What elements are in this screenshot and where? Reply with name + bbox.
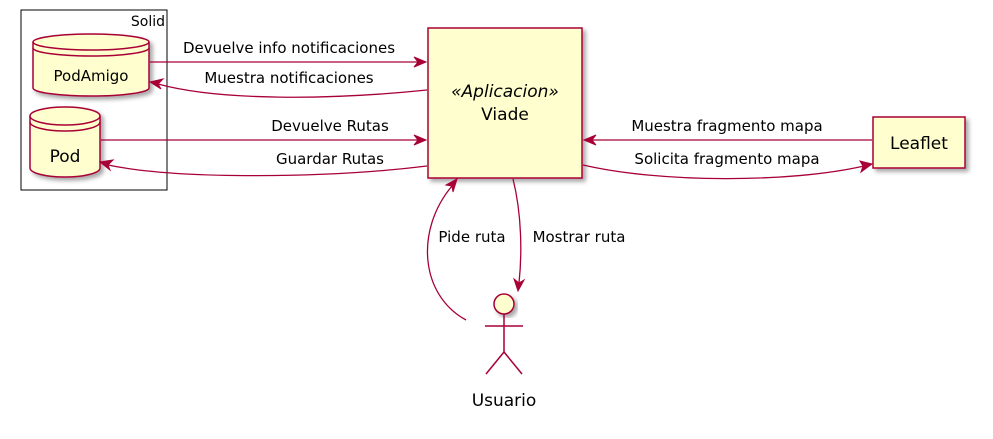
edge-mostrar-ruta-line [512, 178, 522, 284]
edge-pide-ruta: Pide ruta [426, 177, 506, 321]
edge-muestra-fragmento-label: Muestra fragmento mapa [631, 117, 822, 135]
solid-package: Solid [20, 9, 168, 191]
pod-label: Pod [50, 147, 81, 167]
edge-muestra-notif-line [157, 83, 428, 98]
actor-left-leg [485, 351, 505, 375]
viade-node: «Aplicacion» Viade [427, 27, 583, 179]
edge-devuelve-info-label: Devuelve info notificaciones [183, 39, 395, 57]
actor-head-icon [493, 293, 515, 315]
edge-muestra-notif-label: Muestra notificaciones [204, 69, 373, 87]
podamigo-node [32, 33, 150, 97]
edge-muestra-fragmento: Muestra fragmento mapa [582, 117, 872, 146]
edge-devuelve-rutas-label: Devuelve Rutas [271, 117, 389, 135]
edge-solicita-fragmento-arrowhead [858, 160, 874, 174]
podamigo-label: PodAmigo [54, 67, 129, 85]
edge-guardar-rutas-arrowhead [98, 159, 115, 172]
edge-pide-ruta-arrowhead [444, 177, 458, 193]
edge-muestra-notif: Muestra notificaciones [148, 69, 428, 98]
edge-mostrar-ruta-label: Mostrar ruta [533, 228, 626, 246]
pod-node [29, 106, 101, 178]
viade-label: Viade [481, 105, 529, 125]
solid-package-label: Solid [131, 14, 165, 30]
edge-devuelve-info-arrowhead [413, 56, 428, 68]
edge-pide-ruta-label: Pide ruta [438, 228, 505, 246]
edge-devuelve-rutas: Devuelve Rutas [101, 117, 428, 146]
leaflet-label: Leaflet [890, 134, 948, 154]
pod-cylinder-rim [29, 115, 101, 126]
edge-mostrar-ruta-arrowhead [512, 277, 526, 293]
edge-guardar-rutas-label: Guardar Rutas [276, 150, 384, 168]
podamigo-cylinder-rim [32, 41, 150, 51]
podamigo-cylinder-rim-inner [32, 47, 150, 57]
leaflet-box [872, 116, 966, 169]
edge-solicita-fragmento-line [582, 164, 865, 180]
viade-box [427, 27, 583, 179]
edge-muestra-notif-arrowhead [148, 78, 165, 90]
edge-devuelve-rutas-arrowhead [413, 134, 428, 146]
edge-guardar-rutas: Guardar Rutas [98, 150, 428, 177]
edge-muestra-fragmento-arrowhead [582, 134, 597, 146]
edge-pide-ruta-line [426, 185, 467, 321]
edge-mostrar-ruta: Mostrar ruta [512, 178, 626, 293]
edge-guardar-rutas-line [107, 164, 428, 177]
usuario-label: Usuario [472, 391, 537, 411]
edge-solicita-fragmento-label: Solicita fragmento mapa [634, 150, 819, 168]
solid-package-frame [20, 9, 168, 191]
actor-right-leg [503, 351, 523, 375]
edge-solicita-fragmento: Solicita fragmento mapa [582, 150, 874, 180]
usuario-actor [485, 293, 523, 375]
viade-stereotype: «Aplicacion» [451, 82, 559, 102]
leaflet-node: Leaflet [872, 116, 966, 169]
podamigo-cylinder [32, 33, 150, 97]
pod-cylinder-rim-inner [29, 121, 101, 132]
edge-devuelve-info: Devuelve info notificaciones [150, 39, 428, 68]
